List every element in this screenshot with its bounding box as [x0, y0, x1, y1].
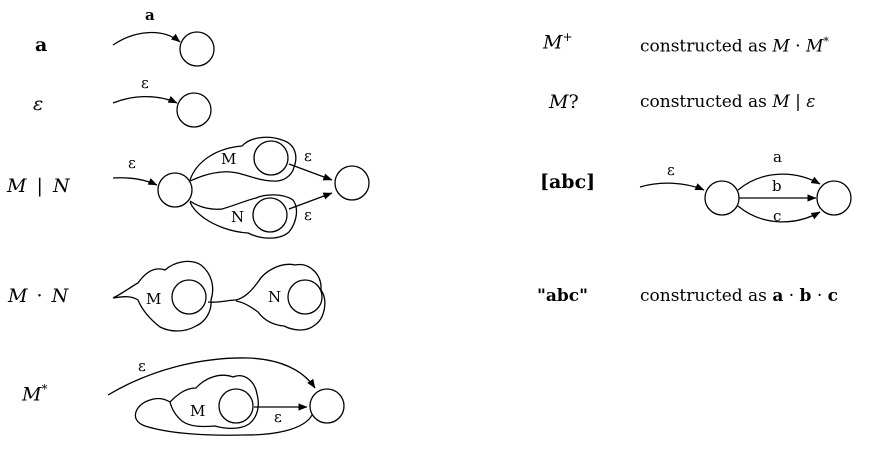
alt-in-edge-label: ε — [128, 154, 136, 172]
plus-desc-prefix: constructed as — [640, 36, 773, 57]
class-accept-state — [816, 180, 852, 216]
star-top-edge-arrow — [107, 357, 316, 396]
alt-in-edge-arrow — [112, 177, 158, 186]
plus-desc-m2: M — [805, 36, 824, 57]
string-desc-a: a — [772, 286, 784, 306]
star-label-m: M — [22, 383, 42, 406]
alt-top-out-label: ε — [304, 147, 312, 165]
optional-desc-prefix: constructed as — [640, 92, 773, 112]
optional-desc-eps: ε — [806, 92, 816, 112]
string-row-label: "abc" — [537, 286, 588, 306]
alt-top-state — [253, 140, 289, 176]
alt-top-blob — [189, 136, 297, 182]
concat-left-box-label: M — [146, 290, 162, 308]
plus-desc-dot: · — [789, 36, 806, 57]
alt-label-n: N — [52, 175, 70, 197]
star-blob — [169, 374, 259, 430]
alt-row-label: M | N — [7, 177, 70, 196]
class-start-state — [704, 180, 740, 216]
alt-start-state — [157, 172, 193, 208]
class-edge-c-label: c — [773, 207, 782, 225]
string-desc-b: b — [799, 286, 812, 306]
concat-label-n: N — [51, 285, 69, 307]
optional-row-label: M? — [549, 93, 579, 112]
concat-label-m: M — [8, 285, 28, 307]
class-row-label: [abc] — [540, 171, 596, 193]
star-top-edge-label: ε — [138, 357, 146, 375]
string-desc-c: c — [827, 286, 839, 306]
star-accept-state — [309, 388, 345, 424]
star-label-star: * — [41, 382, 48, 396]
class-in-edge-arrow — [639, 182, 705, 191]
concat-left-state — [171, 279, 207, 315]
alt-top-out-arrow — [288, 163, 333, 181]
concat-right-blob — [235, 263, 326, 331]
string-desc-dot1: · — [783, 286, 800, 306]
plus-desc-m1: M — [772, 36, 790, 57]
optional-label-q: ? — [568, 91, 579, 113]
class-edge-c-arrow — [737, 205, 821, 223]
plus-desc-star: * — [823, 35, 829, 48]
optional-desc-bar: | — [789, 92, 807, 112]
optional-label-m: M — [549, 91, 569, 113]
plus-label-m: M — [543, 31, 563, 54]
string-description: constructed as a · b · c — [640, 288, 838, 305]
string-desc-prefix: constructed as — [640, 286, 773, 306]
class-edge-b-label: b — [772, 177, 782, 195]
concat-left-blob — [112, 260, 214, 332]
concat-link — [207, 299, 237, 303]
char-edge-label: a — [145, 6, 155, 24]
plus-row-label: M+ — [543, 31, 573, 52]
alt-accept-state — [334, 165, 370, 201]
alt-bottom-out-label: ε — [304, 206, 312, 224]
epsilon-state — [176, 92, 212, 128]
star-inner-edge-label: ε — [274, 408, 282, 426]
optional-desc-m: M — [772, 92, 790, 112]
char-row-label: a — [35, 34, 48, 56]
optional-description: constructed as M | ε — [640, 94, 815, 111]
epsilon-edge-label: ε — [141, 74, 149, 92]
alt-bottom-blob — [189, 194, 298, 239]
epsilon-edge-arrow — [112, 96, 178, 104]
alt-bottom-out-arrow — [288, 192, 333, 210]
epsilon-row-label: ε — [33, 93, 44, 115]
string-desc-dot2: · — [811, 286, 828, 306]
alt-bottom-box-label: N — [231, 208, 245, 226]
char-state — [179, 31, 215, 67]
star-inner-state — [218, 388, 254, 424]
class-in-edge-label: ε — [667, 161, 675, 179]
alt-label-m: M — [7, 175, 27, 197]
plus-description: constructed as M · M* — [640, 36, 829, 56]
alt-label-bar: | — [36, 175, 43, 197]
star-row-label: M* — [22, 383, 47, 404]
concat-row-label: M · N — [8, 287, 68, 306]
alt-bottom-state — [252, 197, 288, 233]
char-edge-arrow — [112, 31, 181, 46]
alt-top-box-label: M — [221, 150, 237, 168]
concat-label-dot: · — [36, 285, 43, 307]
class-edge-a-label: a — [773, 148, 782, 166]
class-edge-a-arrow — [737, 173, 821, 191]
plus-label-sup: + — [562, 30, 573, 44]
star-loop — [134, 397, 313, 436]
concat-right-box-label: N — [268, 288, 282, 306]
star-box-label: M — [190, 402, 206, 420]
concat-right-state — [287, 279, 323, 315]
